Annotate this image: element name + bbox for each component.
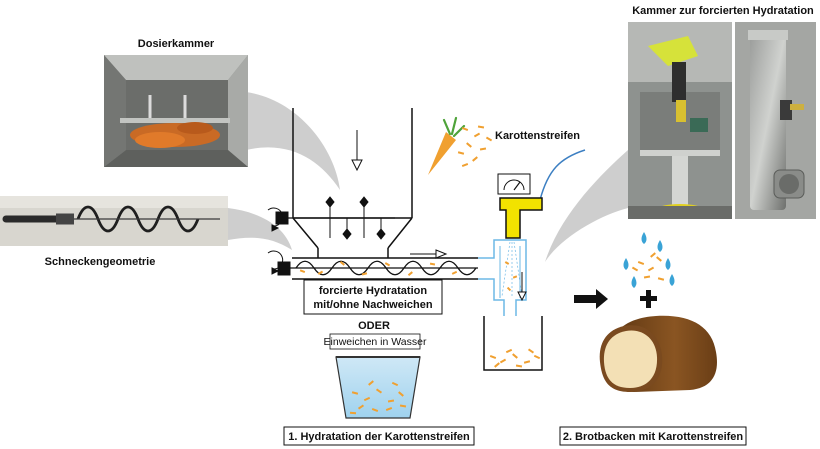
soaking-bucket	[335, 356, 421, 419]
carrot-pieces-screw	[299, 260, 458, 277]
oder-label: ODER	[358, 320, 390, 332]
schneckengeometrie-photo	[0, 196, 228, 246]
einweichen-box: Einweichen in Wasser	[324, 333, 427, 350]
step1-label: 1. Hydratation der Karottenstreifen	[288, 431, 470, 443]
pressure-gauge-icon	[497, 173, 531, 195]
dosierkammer-label: Dosierkammer	[138, 38, 215, 50]
callout-schnecke	[228, 208, 292, 250]
water-drops-icon	[623, 232, 675, 288]
kammer-photo-left	[628, 22, 732, 219]
bread-loaf-icon	[599, 315, 717, 392]
kammer-title: Kammer zur forcierten Hydratation	[632, 5, 814, 17]
einweichen-label: Einweichen in Wasser	[324, 336, 427, 348]
carrot-strips-icon	[457, 125, 493, 167]
callout-kammer	[545, 150, 628, 262]
carrot-pieces-chamber	[489, 261, 541, 368]
dosierkammer-photo	[104, 55, 248, 167]
plus-icon	[640, 290, 657, 308]
schneckengeometrie-label: Schneckengeometrie	[45, 256, 156, 268]
hydration-chamber	[478, 239, 543, 371]
hydration-line2: mit/ohne Nachweichen	[313, 299, 432, 311]
water-hose-line	[539, 149, 586, 201]
step1-box: 1. Hydratation der Karottenstreifen	[283, 426, 475, 446]
step2-label: 2. Brotbacken mit Karottenstreifen	[563, 431, 744, 443]
carrot-strips-bread	[631, 252, 665, 281]
arrow-right-icon	[574, 289, 608, 309]
step2-box: 2. Brotbacken mit Karottenstreifen	[559, 426, 747, 446]
kammer-photo-right	[735, 22, 816, 219]
hydration-line1: forcierte Hydratation	[319, 285, 427, 297]
hydration-box: forcierte Hydratation mit/ohne Nachweich…	[303, 279, 443, 315]
spray-nozzle	[499, 197, 543, 239]
carrot-icon	[428, 116, 466, 175]
karottenstreifen-label: Karottenstreifen	[495, 130, 580, 142]
hopper-schematic	[267, 108, 478, 280]
